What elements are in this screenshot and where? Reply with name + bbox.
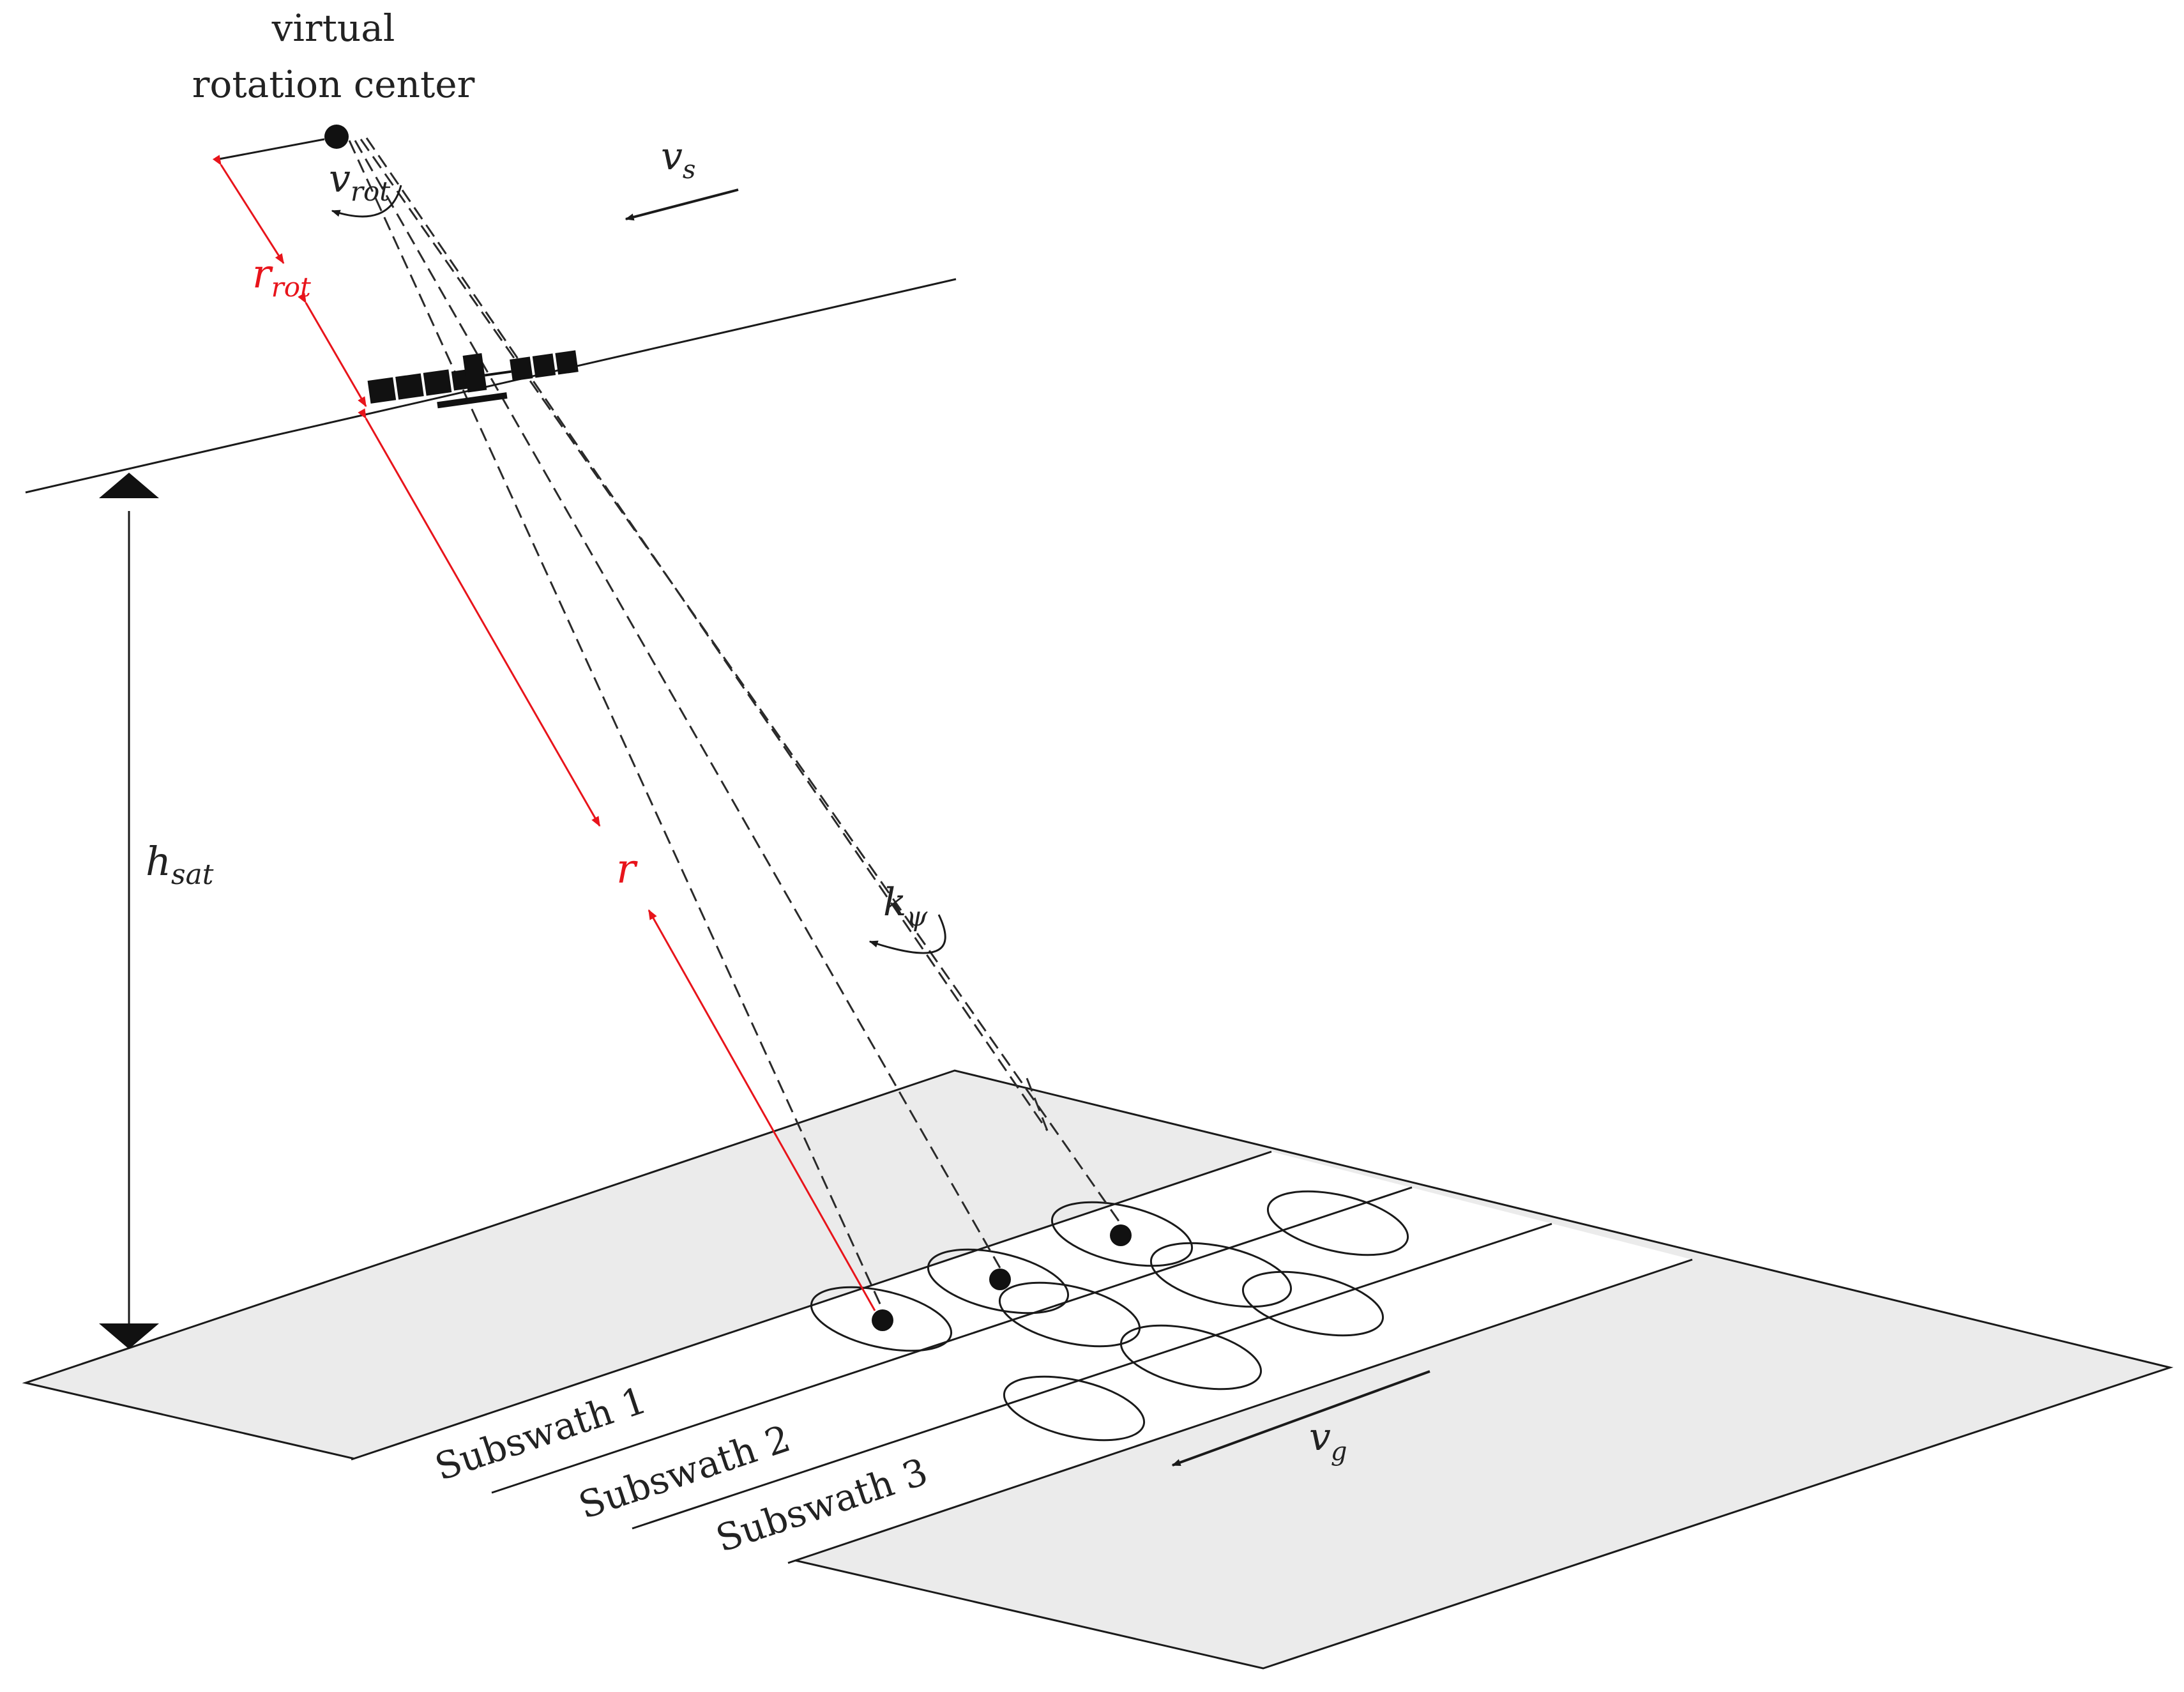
footprint-ellipse [998, 1281, 1141, 1348]
r-rot-arrow [212, 155, 285, 264]
k-psi-main: k [883, 880, 906, 925]
r-arrow-upper [358, 408, 601, 827]
footprint-ellipse [1003, 1375, 1146, 1442]
swath-divider-1-2 [491, 1186, 1413, 1494]
beam-center-dot-2 [989, 1269, 1011, 1290]
rotation-center-label-line1: virtual [271, 6, 395, 50]
r-rot-main: r [252, 250, 273, 297]
h-sat-main: h [146, 838, 171, 885]
v-rot-curved-arrow [331, 185, 402, 218]
beam-footprints [810, 1190, 1409, 1442]
beam-center-dot-3 [1110, 1224, 1132, 1246]
h-sat-label: hsat [146, 838, 214, 891]
k-psi-sub: ψ [906, 901, 928, 932]
v-s-sub: s [683, 155, 696, 185]
h-sat-sub: sat [171, 858, 214, 891]
swath-border-near [787, 1258, 1693, 1564]
beam-line [354, 140, 1001, 1269]
v-g-arrow [1171, 1370, 1430, 1467]
footprint-ellipse [927, 1248, 1070, 1315]
k-psi-curved-arrow [868, 914, 946, 954]
beam-line [360, 139, 1122, 1224]
beam-line [1026, 1078, 1049, 1131]
footprint-ellipse [1241, 1270, 1384, 1337]
v-s-arrow [625, 188, 739, 221]
footprint-ellipse [810, 1286, 953, 1352]
beam-center-dot-1 [872, 1309, 893, 1331]
swath-divider-2-3 [632, 1223, 1552, 1530]
r-arrow-lower [648, 909, 876, 1311]
v-g-main: v [1309, 1415, 1331, 1460]
satellite-icon [367, 350, 579, 409]
v-g-label: vg [1309, 1415, 1347, 1467]
rotation-center-dot [324, 125, 349, 149]
rotation-center-label-line2: rotation center [192, 63, 475, 106]
r-rot-sub: rot [271, 271, 311, 303]
v-g-sub: g [1331, 1437, 1347, 1467]
h-sat-arrowhead-bottom-wide [99, 1323, 159, 1349]
virtual-rotation-center [218, 125, 349, 160]
r-rot-label: rrot [252, 250, 311, 303]
ground-plane [22, 1069, 2174, 1670]
beam-lines [348, 137, 1122, 1310]
footprint-ellipse [1149, 1242, 1293, 1308]
h-sat-arrowhead-top-wide [99, 473, 159, 498]
v-s-main: v [661, 134, 683, 179]
v-rot-main: v [329, 156, 351, 201]
beam-line [365, 137, 1049, 1131]
rotation-center-tick [218, 138, 325, 160]
r-rot-lower-arrow [298, 293, 367, 408]
k-psi-label: kψ [883, 880, 928, 932]
v-rot-label: vrot [329, 156, 390, 207]
v-rot-sub: rot [351, 176, 390, 207]
footprint-ellipse [1119, 1324, 1263, 1391]
footprint-ellipse [1266, 1190, 1409, 1256]
footprint-ellipse [1050, 1201, 1194, 1267]
orbit-line [25, 278, 957, 494]
r-label: r [616, 846, 638, 893]
v-s-label: vs [661, 134, 695, 185]
beam-line [348, 140, 884, 1310]
